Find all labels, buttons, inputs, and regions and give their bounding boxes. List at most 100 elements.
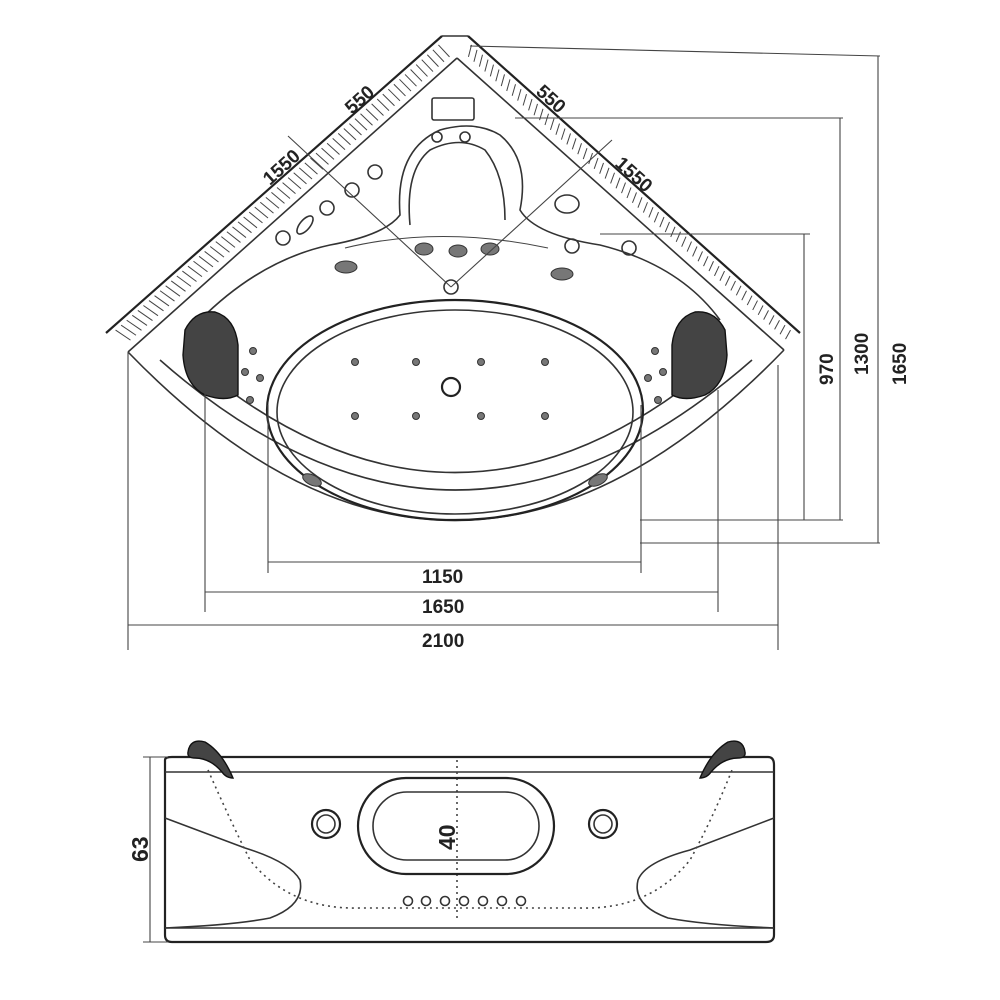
rim-hatch-stroke [120,324,137,336]
rim-hatch-stroke [582,148,588,160]
rim-hatch-stroke [259,201,274,214]
rim-hatch-stroke [484,59,489,72]
rim-hatch-stroke [237,221,252,234]
side-window-outer [356,776,556,876]
edge-short-right-label: 550 [532,81,570,118]
rim-hatch-stroke [332,137,346,151]
left-side-pillow-icon [187,740,235,779]
rim-hatch-stroke [371,103,384,116]
rim-hatch-stroke [293,172,307,185]
tub-bowl [265,298,645,522]
rim-hatch-stroke [785,329,791,340]
drain-icon [440,376,462,398]
side-height-dimension [143,756,168,943]
rim-hatch-stroke [681,236,687,247]
rim-hatch-stroke [599,162,604,174]
right-panel-curve [636,817,775,929]
rim-hatch-stroke [473,49,478,62]
side-round-fittings [310,808,619,840]
rim-hatch-stroke [533,103,538,116]
rim-hatch-stroke [393,83,406,97]
rim-hatch-stroke [774,320,780,330]
rim-hatch-stroke [376,98,390,111]
rim-hatch-stroke [298,167,313,180]
rim-hatch-stroke [148,300,164,312]
rim-hatch-stroke [399,78,412,92]
rim-hatch-stroke [410,69,423,82]
rim-hatch-stroke [615,177,621,189]
rim-hatch-stroke [360,113,373,126]
rim-hatch-stroke [198,255,214,268]
rim-hatch-stroke [735,285,742,296]
rim-hatch-stroke [648,206,654,218]
rim-hatch-stroke [387,88,401,102]
rim-hatch-stroke [577,143,582,155]
rim-hatch-stroke [593,157,599,169]
rim-hatch-stroke [137,310,153,321]
rim-hatch-stroke [621,182,626,194]
rim-hatch-stroke [752,300,758,311]
rim-hatch-stroke [204,251,219,263]
tub-side-body [163,755,776,944]
rim-hatch-stroke [511,84,516,96]
rim-hatch-stroke [265,196,280,209]
rim-hatch-stroke [467,44,472,57]
rim-hatch-stroke [310,157,324,170]
deck-fittings [275,131,637,256]
side-window-inner [372,791,540,861]
control-box [431,97,475,121]
height-outer-label: 1650 [890,343,911,385]
side-jets [241,347,667,404]
left-panel-curve [164,817,302,929]
rim-hatch-stroke [115,329,131,341]
rim-hatch-stroke [741,290,747,301]
rim-hatch-stroke [626,187,632,199]
rim-hatch-stroke [675,231,681,242]
tub-rim-outline [105,35,801,353]
rim-hatch-stroke [221,236,236,248]
rim-hatch-stroke [254,206,269,219]
side-depth-label: 40 [434,824,460,850]
rim-hatch-stroke [746,295,753,306]
rim-hatch-stroke [610,172,615,184]
rim-hatch-stroke [703,256,709,267]
side-view: 63 40 [127,740,776,944]
rim-hatch-stroke [232,226,247,238]
edge-dimension-lines [469,45,881,235]
rim-hatching-right [467,44,791,340]
rim-hatch-stroke [768,315,775,325]
right-headrest-pillow [671,311,728,400]
rim-hatch-stroke [276,187,291,199]
back-jets [302,242,608,487]
rim-hatch-stroke [154,295,170,307]
width-inner-label: 1150 [422,567,463,588]
rim-hatch-stroke [215,241,230,253]
tub-deck-outline [199,125,721,321]
floor-air-jets [351,358,549,420]
rim-hatch-stroke [321,147,335,160]
rim-hatch-stroke [522,93,527,106]
rim-hatch-stroke [517,89,522,101]
diagonal-leader-lines [287,135,613,288]
side-height-label: 63 [127,836,153,862]
rim-hatch-stroke [131,314,148,326]
rim-hatch-stroke [642,202,648,213]
rim-hatch-stroke [571,138,577,150]
rim-hatch-stroke [438,44,450,58]
rim-hatch-stroke [664,221,670,233]
rim-hatch-stroke [555,123,560,135]
rim-hatch-stroke [653,211,659,223]
rim-hatch-stroke [159,290,175,302]
rim-hatch-stroke [415,64,428,77]
rim-hatch-stroke [478,54,483,67]
rim-hatch-stroke [588,152,593,165]
width-mid-label: 1650 [422,597,464,618]
rim-hatch-stroke [637,197,643,208]
height-mid-label: 1300 [852,333,873,375]
rim-hatch-stroke [724,275,731,286]
side-jet-row [402,895,527,907]
right-side-pillow-icon [698,740,746,779]
rim-hatch-stroke [697,251,703,262]
rim-hatch-stroke [779,324,786,335]
height-inner-label: 970 [817,353,838,385]
